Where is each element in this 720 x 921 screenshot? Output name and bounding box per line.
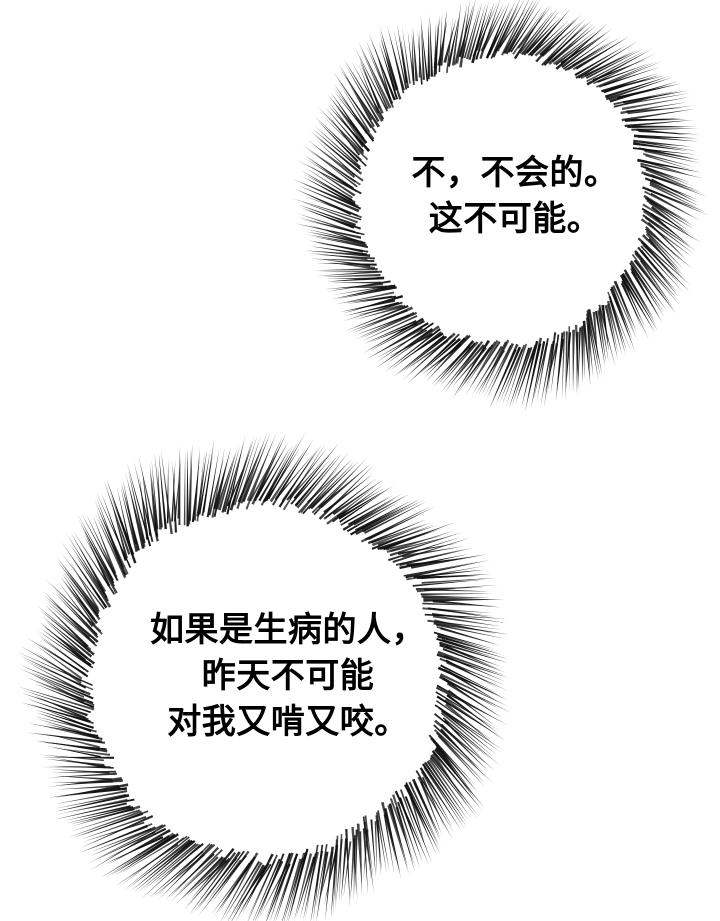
burst-outline-1 <box>291 0 710 413</box>
speech-bubble-2: 如果是生病的人， 昨天不可能 对我又啃又咬。 <box>16 431 512 921</box>
burst-outline-2 <box>16 431 512 921</box>
speech-bubble-1: 不，不会的。 这不可能。 <box>291 0 710 413</box>
